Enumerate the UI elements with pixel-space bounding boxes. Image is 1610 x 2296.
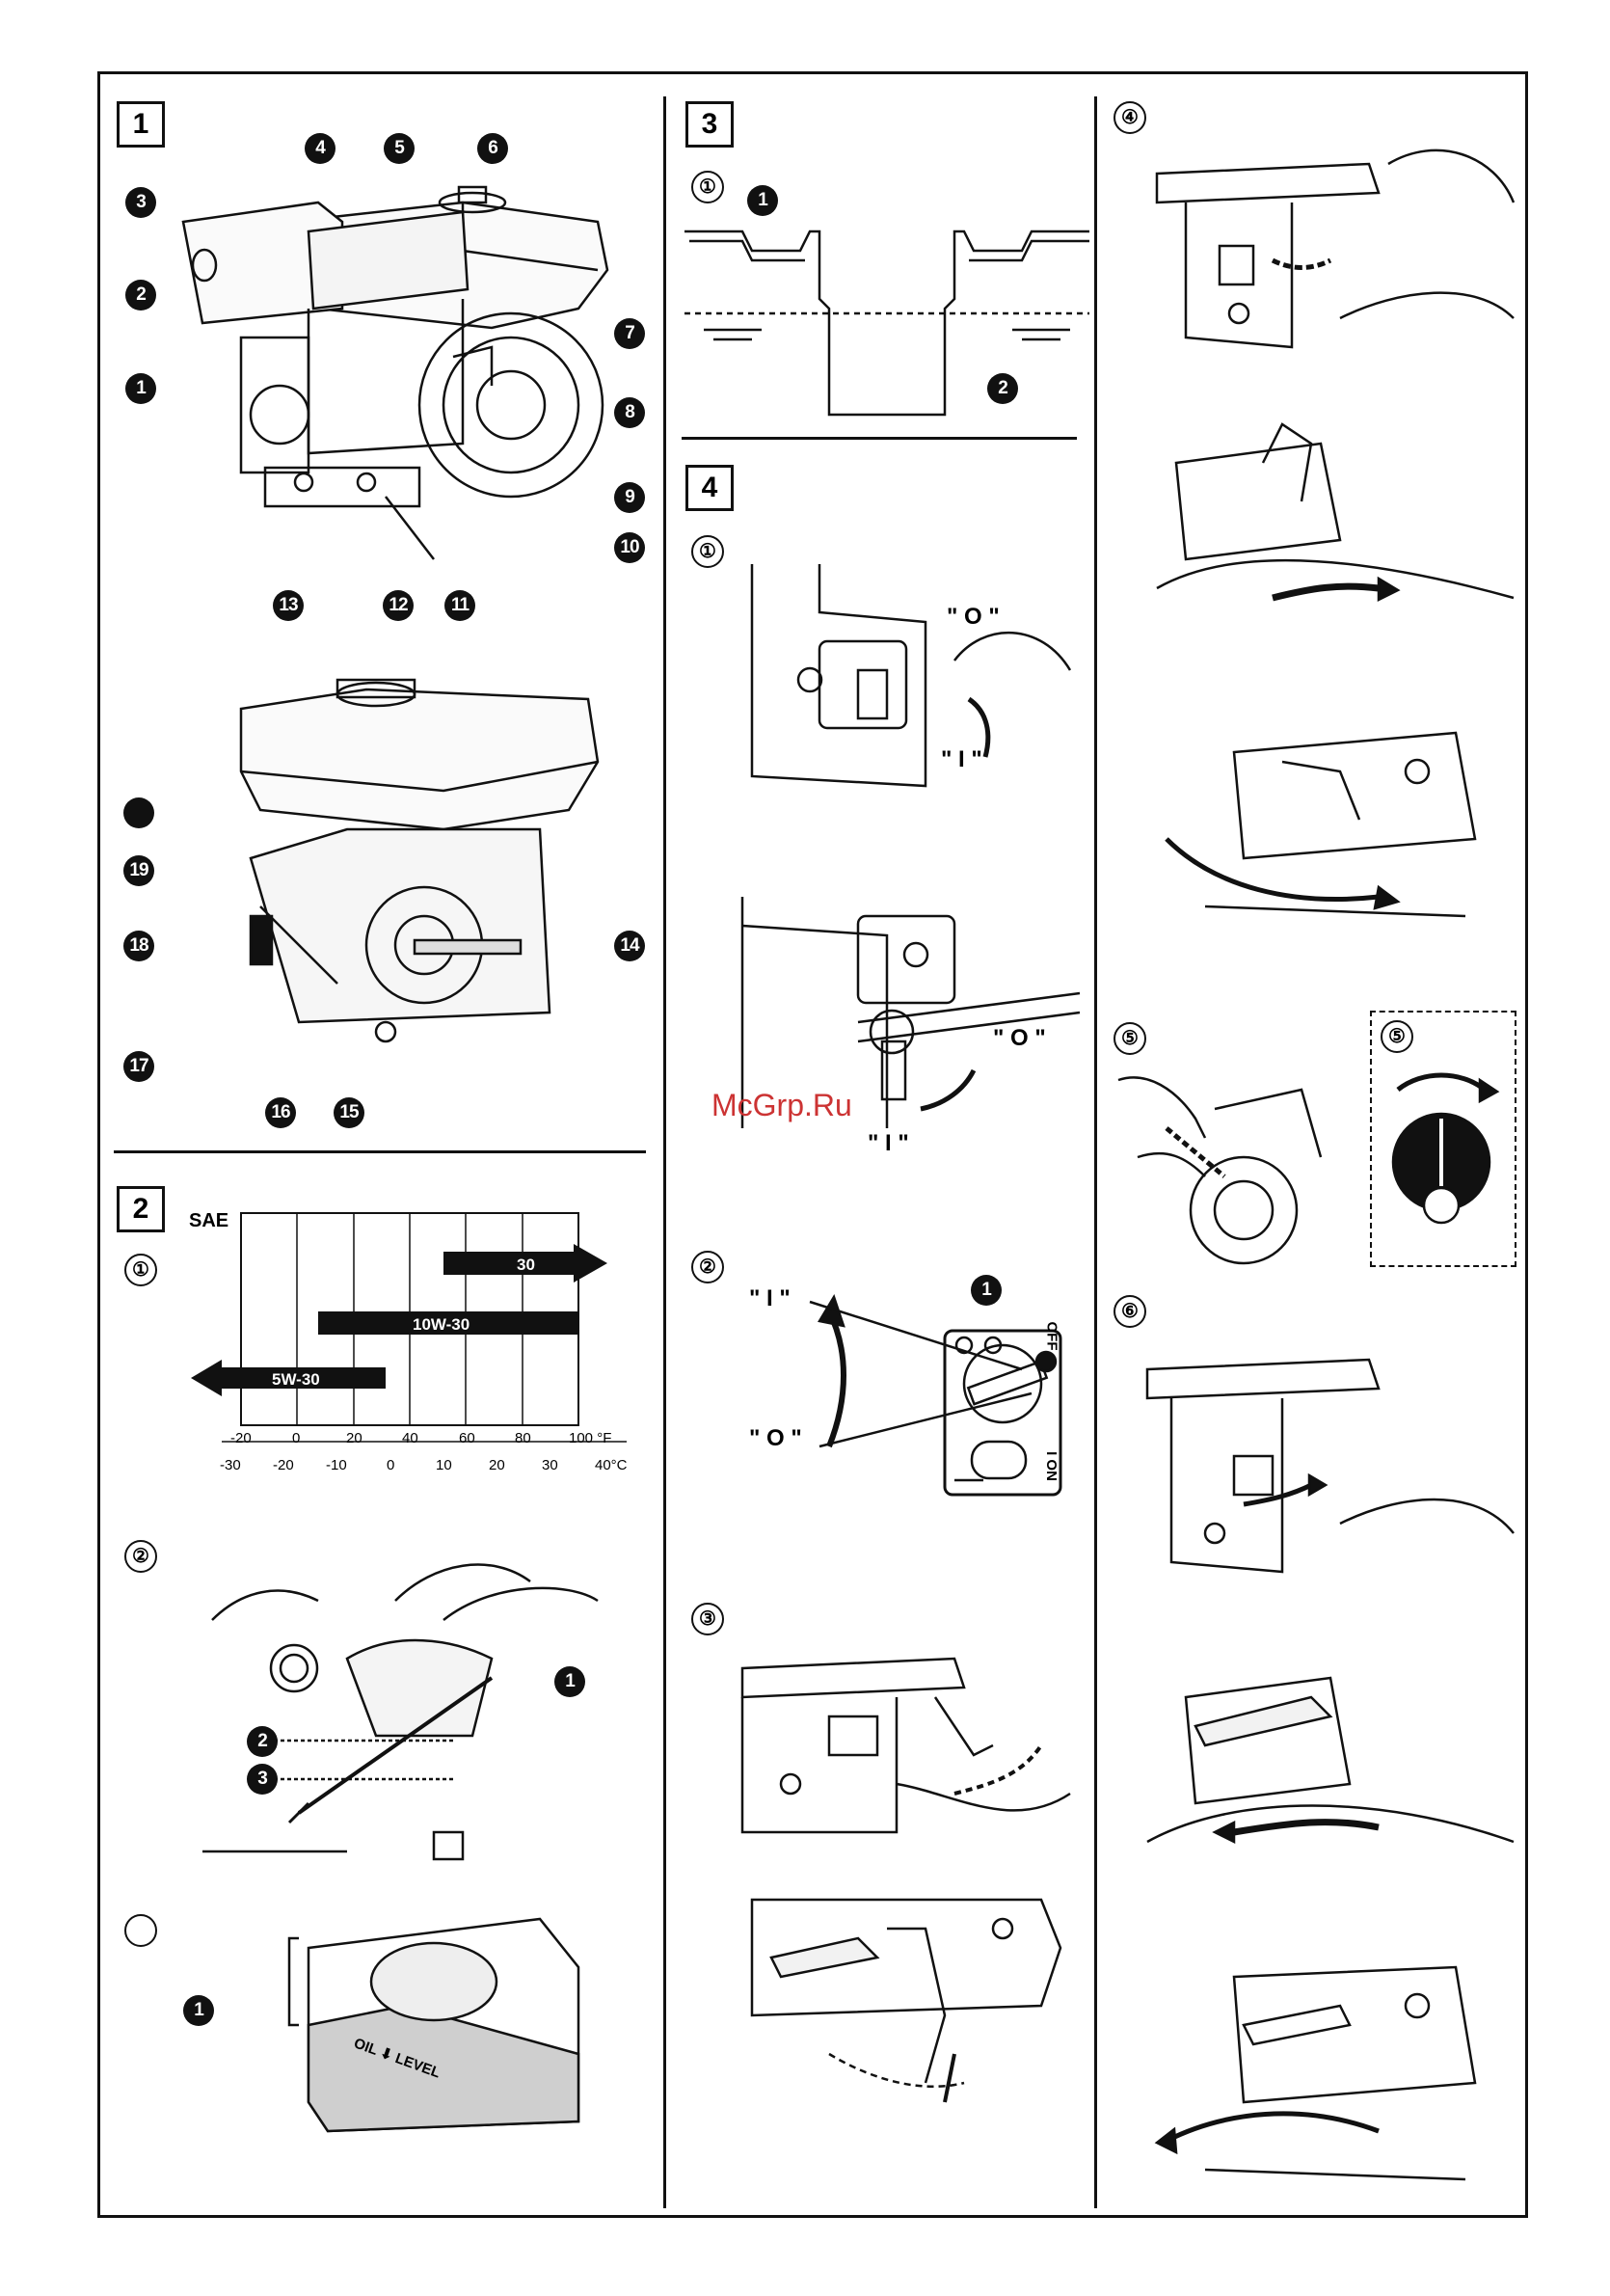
switch-off-label: OFF xyxy=(1044,1322,1060,1351)
section-3-box: 3 xyxy=(685,101,734,148)
tank-callout-2: 2 xyxy=(987,373,1018,404)
f-tick-3: 40 xyxy=(402,1430,418,1446)
c-tick-3: 0 xyxy=(387,1457,394,1473)
sae-label: SAE xyxy=(189,1210,228,1232)
dipstick-illustration xyxy=(202,1543,607,1861)
step-2-1-marker: ① xyxy=(124,1254,157,1286)
step-5-marker: ⑤ xyxy=(1114,1022,1146,1055)
dipstick-callout-3: 3 xyxy=(247,1764,278,1795)
step-2-3-marker xyxy=(124,1914,157,1947)
choke-lever-illustration-1 xyxy=(704,1639,1080,1851)
oil-level-illustration xyxy=(289,1909,598,2141)
step-4-1-marker: ① xyxy=(691,535,724,568)
c-tick-6: 30 xyxy=(542,1457,558,1473)
bar-label-30: 30 xyxy=(517,1256,535,1275)
choke-illustration-4a xyxy=(1147,125,1514,376)
choke-illustration-4b xyxy=(1147,405,1514,636)
switch-callout-1: 1 xyxy=(971,1275,1002,1306)
switch-o-label: " O " xyxy=(749,1425,802,1452)
callout-9: 9 xyxy=(614,482,645,513)
fuel-tank-strainer-illustration xyxy=(684,203,1089,424)
c-tick-1: -20 xyxy=(273,1457,294,1473)
step-4-marker: ④ xyxy=(1114,101,1146,134)
bar-label-10w30: 10W-30 xyxy=(413,1315,470,1335)
fuel-valve-illustration-1 xyxy=(733,564,1080,815)
tank-callout-1: 1 xyxy=(747,185,778,216)
watermark-text: McGrp.Ru xyxy=(711,1088,852,1123)
callout-19: 19 xyxy=(123,855,154,886)
section-divider-3-4 xyxy=(682,437,1077,440)
column-divider-2 xyxy=(1094,96,1097,2208)
engine-illustration-rear xyxy=(222,665,607,1080)
stop-switch-detail-illustration xyxy=(1383,1061,1499,1254)
callout-17: 17 xyxy=(123,1051,154,1082)
callout-7: 7 xyxy=(614,318,645,349)
valve1-o-label: " O " xyxy=(947,604,1000,631)
section-divider-1-2 xyxy=(114,1150,646,1153)
choke-illustration-6b xyxy=(1138,1639,1514,1880)
oil-level-callout-1: 1 xyxy=(183,1995,214,2026)
f-tick-0: -20 xyxy=(230,1430,252,1446)
callout-11: 11 xyxy=(444,590,475,621)
step-4-3-marker: ③ xyxy=(691,1603,724,1635)
callout-18: 18 xyxy=(123,931,154,961)
section-1-box: 1 xyxy=(117,101,165,148)
callout-10: 10 xyxy=(614,532,645,563)
f-tick-5: 80 xyxy=(515,1430,531,1446)
throttle-illustration-4c xyxy=(1147,704,1514,955)
f-tick-2: 20 xyxy=(346,1430,362,1446)
c-tick-5: 20 xyxy=(489,1457,505,1473)
step-5-detail-marker: ⑤ xyxy=(1381,1020,1413,1053)
c-tick-7: 40°C xyxy=(595,1457,628,1473)
bar-label-5w30: 5W-30 xyxy=(272,1370,320,1390)
callout-16: 16 xyxy=(265,1097,296,1128)
valve1-i-label: " I " xyxy=(941,746,982,773)
throttle-illustration-6c xyxy=(1147,1938,1514,2199)
switch-i-label: " I " xyxy=(749,1285,791,1312)
callout-8: 8 xyxy=(614,397,645,428)
choke-lever-illustration-2 xyxy=(713,1890,1080,2131)
callout-blank-indicator xyxy=(123,797,154,828)
engine-illustration-front xyxy=(174,164,627,569)
section-2-box: 2 xyxy=(117,1186,165,1232)
valve2-i-label: " I " xyxy=(868,1130,909,1157)
callout-5: 5 xyxy=(384,133,415,164)
f-tick-4: 60 xyxy=(459,1430,475,1446)
callout-12: 12 xyxy=(383,590,414,621)
c-tick-0: -30 xyxy=(220,1457,241,1473)
f-tick-1: 0 xyxy=(292,1430,300,1446)
section-4-box: 4 xyxy=(685,465,734,511)
step-3-1-marker: ① xyxy=(691,171,724,203)
callout-13: 13 xyxy=(273,590,304,621)
callout-15: 15 xyxy=(334,1097,364,1128)
choke-illustration-6a xyxy=(1128,1321,1514,1591)
callout-1: 1 xyxy=(125,373,156,404)
dipstick-callout-1: 1 xyxy=(554,1666,585,1697)
recoil-starter-illustration xyxy=(1109,1051,1330,1273)
c-tick-2: -10 xyxy=(326,1457,347,1473)
callout-4: 4 xyxy=(305,133,335,164)
step-4-2-marker: ② xyxy=(691,1251,724,1283)
dipstick-callout-2: 2 xyxy=(247,1726,278,1757)
engine-switch-illustration xyxy=(810,1254,1070,1504)
callout-2: 2 xyxy=(125,280,156,311)
callout-3: 3 xyxy=(125,187,156,218)
column-divider-1 xyxy=(663,96,666,2208)
step-2-2-marker: ② xyxy=(124,1540,157,1573)
callout-14: 14 xyxy=(614,931,645,961)
c-tick-4: 10 xyxy=(436,1457,452,1473)
valve2-o-label: " O " xyxy=(993,1025,1046,1052)
switch-on-label: I ON xyxy=(1043,1451,1060,1481)
callout-6: 6 xyxy=(477,133,508,164)
f-tick-6: 100 °F xyxy=(569,1430,611,1446)
